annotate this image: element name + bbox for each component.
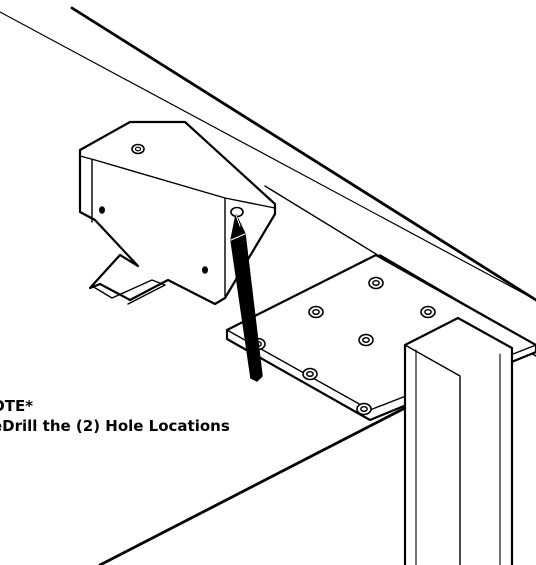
note-body: eDrill the (2) Hole Locations — [0, 417, 230, 435]
pencil-icon — [230, 214, 263, 382]
leg-column-edge — [404, 344, 461, 565]
bracket-fold-line — [79, 155, 276, 209]
bracket-hole-side-left — [99, 206, 105, 214]
bracket-inner-edge — [91, 159, 226, 297]
note-title: OTE* — [0, 397, 34, 415]
bracket — [78, 120, 277, 306]
bracket-tab — [91, 279, 166, 305]
tabletop-front-edge — [70, 6, 536, 302]
leg-column-inner — [415, 349, 501, 565]
bracket-hole-top — [131, 143, 145, 155]
tabletop-bottom-edge — [98, 406, 407, 565]
tabletop-top-edge — [0, 11, 536, 301]
bracket-hole-top-inner — [134, 146, 142, 152]
leg-column — [403, 316, 514, 565]
bracket-hole-side-right — [202, 266, 208, 274]
note-callout: OTE* eDrill the (2) Hole Locations — [0, 396, 230, 436]
